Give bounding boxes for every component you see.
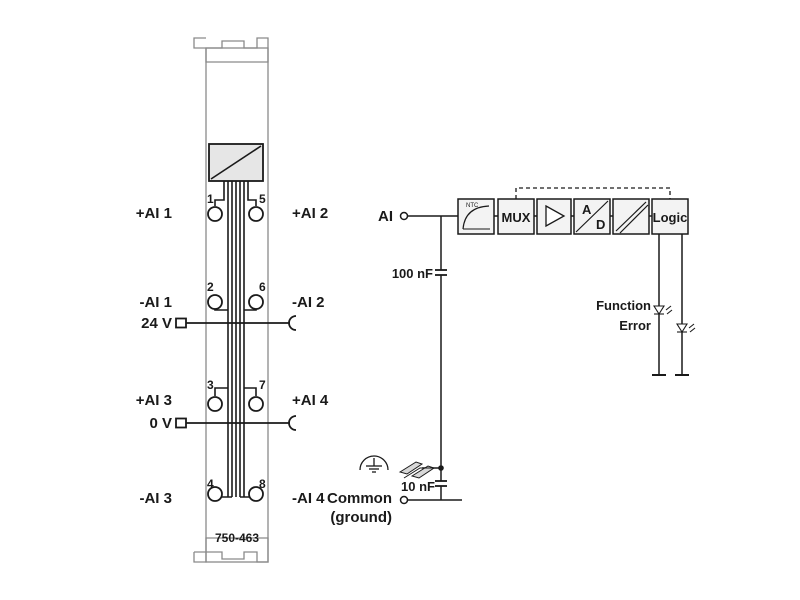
left-labels: +AI 1 -AI 1 24 V +AI 3 0 V -AI 3 xyxy=(136,205,172,507)
terminal-5 xyxy=(248,206,264,222)
label-ai1-minus: -AI 1 xyxy=(139,294,172,311)
rail-0v-spring xyxy=(288,415,297,431)
shield-clamp-icon xyxy=(398,461,440,479)
ground-label: (ground) xyxy=(330,509,392,526)
label-ai3-plus: +AI 3 xyxy=(136,392,172,409)
rail-0v-contact xyxy=(175,417,187,429)
terminal-number-8: 8 xyxy=(259,477,266,491)
ntc-block xyxy=(457,198,495,235)
converter-symbol xyxy=(208,143,264,182)
error-led-icon xyxy=(676,323,696,334)
terminal-1 xyxy=(207,206,223,222)
terminal-4 xyxy=(207,486,223,502)
label-ai3-minus: -AI 3 xyxy=(139,490,172,507)
right-labels: +AI 2 -AI 2 +AI 4 -AI 4 xyxy=(292,205,329,507)
cap-10nf-label: 10 nF xyxy=(401,479,435,494)
function-led-icon xyxy=(653,305,673,316)
common-terminal xyxy=(399,495,409,505)
control-feedback-line xyxy=(515,187,671,199)
ad-label-a: A xyxy=(582,202,592,217)
rail-24v-contact xyxy=(175,317,187,329)
ground-junction xyxy=(438,465,444,471)
logic-block xyxy=(651,198,689,235)
terminal-number-4: 4 xyxy=(207,477,214,491)
terminal-number-6: 6 xyxy=(259,280,266,294)
terminal-number-3: 3 xyxy=(207,378,214,392)
terminals xyxy=(207,206,264,502)
label-ai2-minus: -AI 2 xyxy=(292,294,325,311)
module-part-number: 750-463 xyxy=(215,531,259,545)
terminal-number-2: 2 xyxy=(207,280,214,294)
label-ai4-plus: +AI 4 xyxy=(292,392,329,409)
ntc-label: NTC xyxy=(466,203,479,209)
terminal-number-5: 5 xyxy=(259,192,266,206)
terminal-3 xyxy=(207,396,223,412)
earth-icon xyxy=(359,455,389,473)
mux-label: MUX xyxy=(502,210,531,225)
ad-label-d: D xyxy=(596,217,605,232)
rail-24v-spring xyxy=(288,315,297,331)
power-rails xyxy=(175,315,297,431)
input-schematic xyxy=(399,211,462,505)
signal-chain xyxy=(457,198,689,235)
terminal-8 xyxy=(248,486,264,502)
schematic-input-label: AI xyxy=(378,208,393,225)
error-led-label: Error xyxy=(619,318,651,333)
terminal-7 xyxy=(248,396,264,412)
cap-100nf-label: 100 nF xyxy=(392,266,433,281)
terminal-numbers: 1 5 2 6 3 7 4 8 xyxy=(207,192,266,491)
led-outputs xyxy=(652,234,689,376)
module-housing xyxy=(205,47,269,563)
label-24v: 24 V xyxy=(141,315,172,332)
terminal-number-7: 7 xyxy=(259,378,266,392)
label-0v: 0 V xyxy=(149,415,172,432)
label-ai1-plus: +AI 1 xyxy=(136,205,172,222)
mux-block xyxy=(497,198,535,235)
label-ai2-plus: +AI 2 xyxy=(292,205,328,222)
terminal-6 xyxy=(248,294,264,310)
logic-label: Logic xyxy=(653,210,688,225)
common-label: Common xyxy=(327,490,392,507)
terminal-2 xyxy=(207,294,223,310)
label-ai4-minus: -AI 4 xyxy=(292,490,325,507)
top-clip xyxy=(193,37,269,63)
function-led-label: Function xyxy=(596,298,651,313)
internal-bus xyxy=(214,181,257,498)
terminal-number-1: 1 xyxy=(207,192,214,206)
io-module xyxy=(193,37,269,563)
amplifier-icon xyxy=(545,204,566,228)
input-terminal xyxy=(399,211,409,221)
